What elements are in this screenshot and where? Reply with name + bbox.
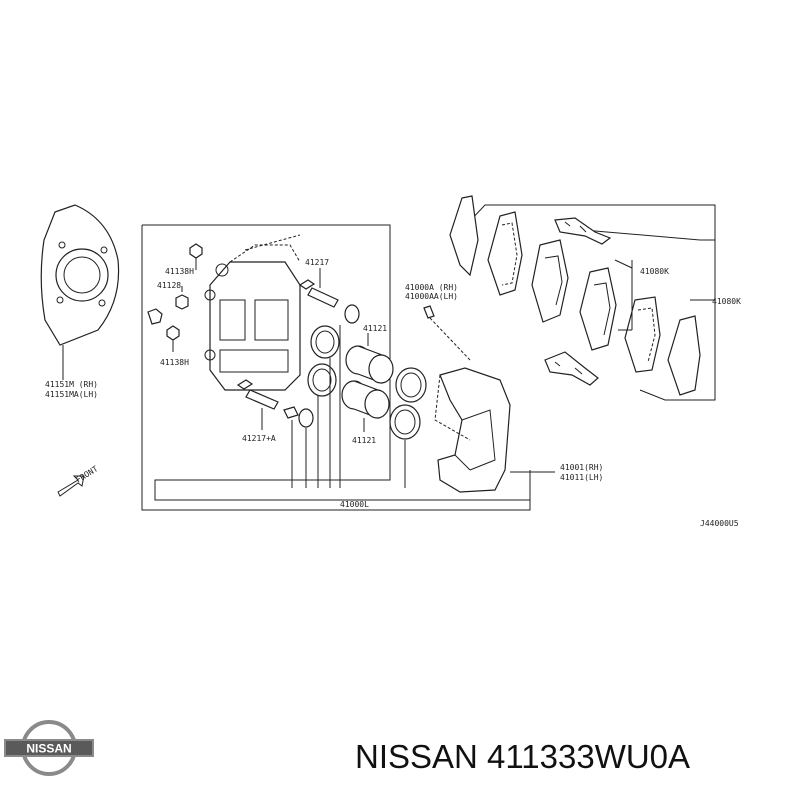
guide-pin-top — [298, 268, 339, 308]
label-caliper-kit: 41000L — [340, 500, 369, 509]
label-guide-pin-bottom: 41217+A — [242, 434, 276, 443]
bolt-top — [189, 243, 203, 270]
label-bolt-bottom: 41138H — [160, 358, 189, 367]
pad-inner — [579, 267, 617, 351]
seal-top-left — [310, 325, 340, 359]
bolt-bottom — [166, 325, 180, 352]
label-pad-kit-1: 41080K — [640, 267, 669, 276]
diagram-code: J44000U5 — [700, 519, 739, 528]
seal-bottom-left — [307, 363, 337, 397]
bleeder-cap — [147, 308, 163, 325]
pad-middle — [531, 239, 569, 323]
pin-boot-bottom — [298, 408, 314, 428]
caliper-fitting — [423, 305, 435, 319]
piston-bottom — [341, 380, 390, 432]
label-bracket-lh: 41011(LH) — [560, 473, 603, 482]
label-pad-kit-2: 41080K — [712, 297, 741, 306]
shim-inner-2 — [667, 315, 701, 396]
guide-pin-bottom — [236, 379, 279, 430]
label-front: FRONT — [74, 464, 99, 484]
label-backing-plate-lh: 41151MA(LH) — [45, 390, 98, 399]
pin-boot-top — [344, 304, 360, 324]
pad-clip-top — [554, 217, 612, 245]
label-bracket-rh: 41001(RH) — [560, 463, 603, 472]
label-guide-pin-top: 41217 — [305, 258, 329, 267]
front-arrow-icon — [57, 475, 85, 497]
label-piston-bottom: 41121 — [352, 436, 376, 445]
bleeder-screw — [175, 286, 189, 310]
pad-outer — [487, 211, 523, 296]
svg-text:NISSAN: NISSAN — [26, 742, 71, 756]
label-piston-top: 41121 — [363, 324, 387, 333]
caliper-body — [204, 244, 301, 391]
shim-inner-1 — [624, 296, 661, 373]
label-backing-plate-rh: 41151M (RH) — [45, 380, 98, 389]
shim-outer — [449, 195, 479, 277]
label-bolt-top: 41138H — [165, 267, 194, 276]
backing-plate — [40, 204, 120, 380]
pad-kit-frame — [451, 204, 716, 401]
label-caliper-assy-lh: 41000AA(LH) — [405, 292, 458, 301]
label-bleeder: 41128 — [157, 281, 181, 290]
piston-top — [345, 333, 394, 384]
caliper-bracket — [434, 367, 511, 493]
product-title: NISSAN 411333WU0A — [355, 738, 691, 775]
pin-sleeve — [283, 406, 299, 419]
label-caliper-assy-rh: 41000A (RH) — [405, 283, 458, 292]
brake-caliper-diagram: 41151M (RH) 41151MA(LH) 41000L 41138H 41… — [40, 195, 741, 528]
nissan-logo: NISSAN — [4, 720, 94, 776]
pad-clip-bottom — [544, 351, 599, 386]
